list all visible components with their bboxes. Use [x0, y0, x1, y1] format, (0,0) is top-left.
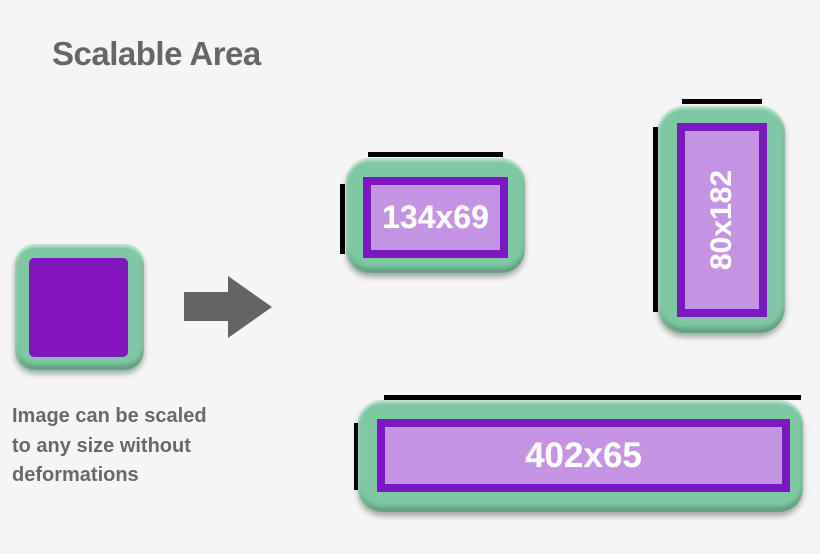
box2-scalable-area: 80x182 [677, 123, 767, 317]
box1-width-dimension-line [368, 152, 503, 157]
box3-size-label: 402x65 [525, 435, 642, 475]
box3-width-dimension-line [384, 395, 801, 400]
box1-size-label: 134x69 [382, 199, 489, 235]
box2-size-label: 80x182 [705, 169, 739, 271]
box3-scalable-area: 402x65 [377, 419, 790, 492]
box2-width-dimension-line [682, 99, 762, 104]
caption-text: Image can be scaled to any size without … [12, 405, 207, 486]
box1-height-dimension-line [340, 184, 345, 254]
page-title: Scalable Area [52, 35, 261, 72]
right-arrow-icon [184, 276, 272, 338]
source-image-purple-square [29, 258, 128, 357]
box1-scalable-area: 134x69 [363, 177, 508, 258]
box3-height-dimension-line [354, 423, 359, 490]
box2-height-dimension-line [653, 127, 658, 312]
